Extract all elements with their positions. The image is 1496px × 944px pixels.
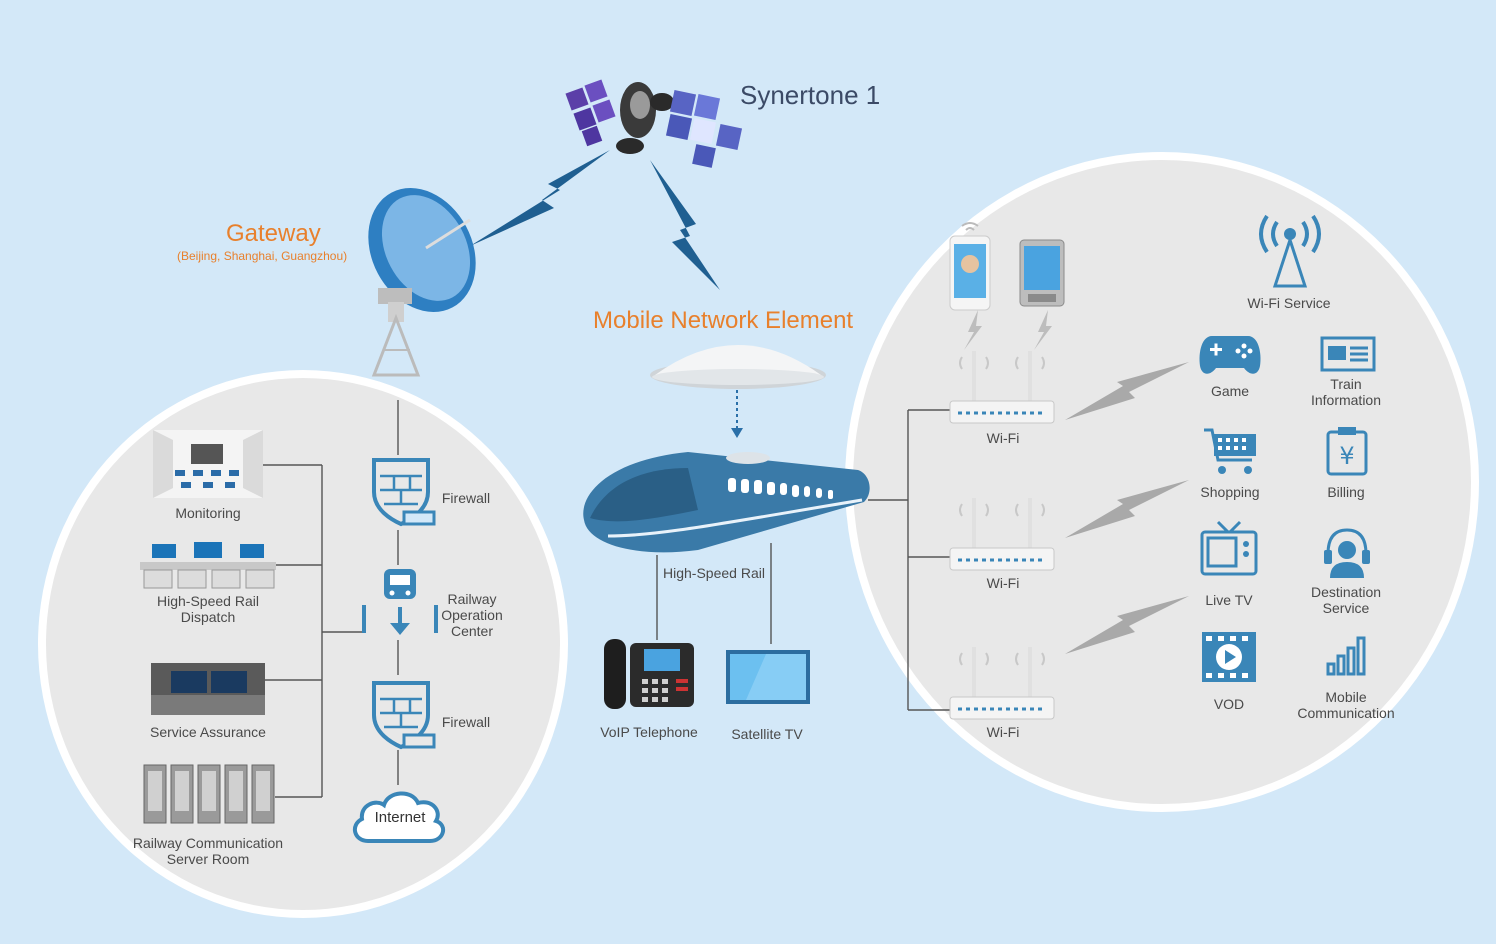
mobile-network-element-title: Mobile Network Element <box>593 307 854 334</box>
server-room-image <box>143 764 275 824</box>
dotted-arrow <box>731 390 743 438</box>
cloud-icon <box>352 791 446 843</box>
internet-label: Internet <box>374 809 426 826</box>
wifi-router-label: Wi-Fi <box>986 430 1020 446</box>
bolt-satellite-antenna <box>650 160 720 290</box>
vod-film-icon <box>1202 632 1256 682</box>
train-label: High-Speed Rail <box>663 565 765 581</box>
live-tv-icon <box>1200 520 1258 576</box>
voip-phone-icon <box>604 639 694 709</box>
dispatch-label: High-Speed Rail Dispatch <box>157 593 259 625</box>
wireless-bolt <box>1065 596 1189 654</box>
operation-center-icon <box>362 569 438 635</box>
server-room-label: Railway Communication Server Room <box>132 835 284 867</box>
dispatch-desk-image <box>140 542 276 589</box>
signal-bars-icon <box>1326 636 1366 676</box>
wifi-router-label: Wi-Fi <box>986 575 1020 591</box>
train-information-label: Train Information <box>1310 376 1382 408</box>
wifi-router-icon <box>949 498 1055 571</box>
gateway-title: Gateway <box>226 220 321 247</box>
shopping-cart-icon <box>1204 428 1256 474</box>
satellite-icon <box>565 79 743 168</box>
service-assurance-image <box>151 645 265 715</box>
game-label: Game <box>1210 383 1250 399</box>
vod-label: VOD <box>1213 696 1245 712</box>
smartphone-icon <box>949 222 991 311</box>
shopping-label: Shopping <box>1200 484 1260 500</box>
live-tv-label: Live TV <box>1205 592 1253 608</box>
billing-icon: ¥ <box>1326 427 1368 476</box>
tablet-icon <box>1019 239 1065 307</box>
firewall-2-label: Firewall <box>441 714 491 730</box>
billing-label: Billing <box>1327 484 1365 500</box>
gateway-subtitle: (Beijing, Shanghai, Guangzhou) <box>177 249 348 263</box>
wifi-service-icon <box>1259 214 1321 288</box>
wifi-service-label: Wi-Fi Service <box>1247 295 1331 311</box>
firewall-icon <box>372 681 436 750</box>
service-assurance-label: Service Assurance <box>150 724 266 740</box>
satellite-name: Synertone 1 <box>740 80 881 110</box>
train-information-icon <box>1320 336 1376 372</box>
monitoring-label: Monitoring <box>175 505 241 521</box>
satellite-tv-label: Satellite TV <box>731 726 803 742</box>
satellite-dish-icon <box>368 187 476 377</box>
operation-center-label: Railway Operation Center <box>441 591 503 639</box>
wifi-router-icon <box>949 647 1055 720</box>
destination-service-label: Destination Service <box>1310 584 1382 616</box>
tv-screen-icon <box>726 650 810 704</box>
wifi-router-icon <box>949 351 1055 424</box>
bolt-satellite-gateway <box>470 150 610 246</box>
wireless-bolt <box>1065 480 1189 538</box>
firewall-icon <box>372 458 436 527</box>
ground-network-circle <box>38 370 568 918</box>
game-controller-icon <box>1199 336 1261 374</box>
antenna-dome-icon <box>650 345 826 389</box>
firewall-1-label: Firewall <box>441 490 491 506</box>
wifi-router-label: Wi-Fi <box>986 724 1020 740</box>
monitoring-room-image <box>153 430 263 498</box>
destination-service-icon <box>1324 528 1370 578</box>
svg-text:¥: ¥ <box>1339 442 1354 470</box>
mobile-communication-label: Mobile Communication <box>1297 689 1395 721</box>
wireless-bolt <box>1065 362 1189 420</box>
high-speed-train-icon <box>583 452 870 553</box>
voip-label: VoIP Telephone <box>600 724 698 740</box>
device-bolts <box>964 310 1052 350</box>
